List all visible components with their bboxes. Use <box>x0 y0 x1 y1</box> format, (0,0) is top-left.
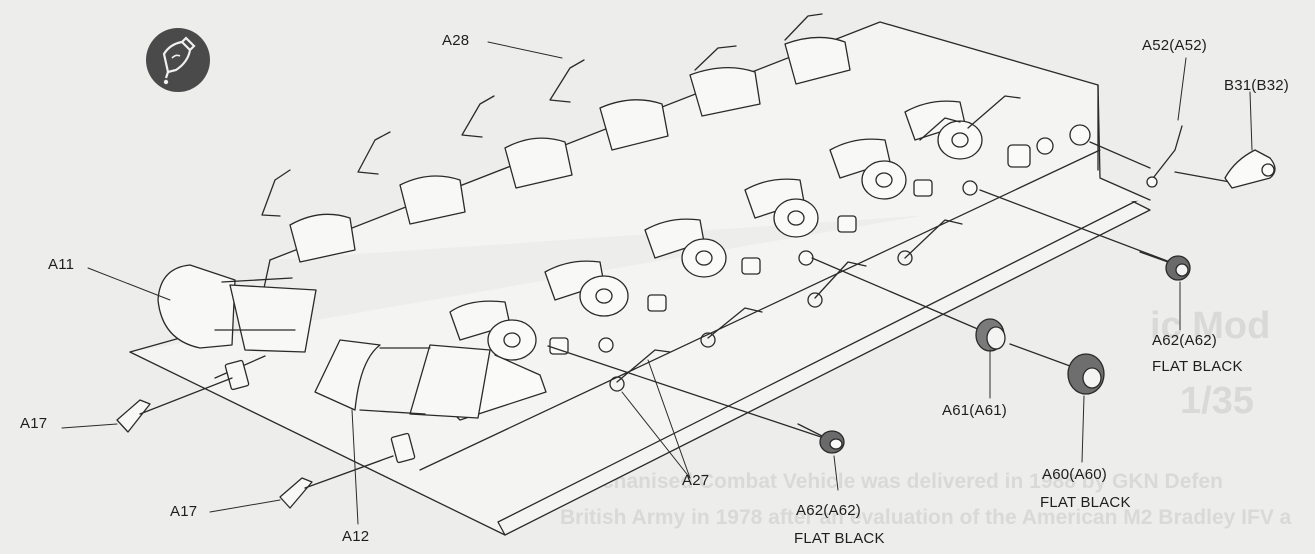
part-a17-brackets <box>116 359 416 509</box>
bleed-text-scale: 1/35 <box>1180 380 1254 422</box>
bushing-parts <box>549 124 1091 355</box>
part-a52-b31 <box>1089 125 1276 189</box>
mount-discs <box>447 120 983 421</box>
label-a17-left: A17 <box>20 415 48 432</box>
label-a27: A27 <box>682 472 710 489</box>
part-a62-right-hub <box>979 189 1191 281</box>
label-a17-bottom: A17 <box>170 503 198 520</box>
part-a60-a61-wheels <box>811 257 1105 395</box>
label-a28: A28 <box>442 32 470 49</box>
label-a60: A60(A60) <box>1042 466 1107 483</box>
label-a60-finish: FLAT BLACK <box>1040 494 1131 511</box>
label-a52: A52(A52) <box>1142 37 1207 54</box>
label-a62-right: A62(A62) <box>1152 332 1217 349</box>
swing-arm-row-top <box>261 13 823 217</box>
label-a11: A11 <box>48 256 75 273</box>
label-a12: A12 <box>342 528 370 545</box>
bleed-text-line-1: : Mechanised Combat Vehicle was delivere… <box>560 470 1223 493</box>
label-a61: A61(A61) <box>942 402 1007 419</box>
glue-tube-icon <box>146 28 210 92</box>
label-a62-bottom-finish: FLAT BLACK <box>794 530 885 547</box>
leader-lines <box>61 41 1253 525</box>
part-a62-bottom-hub <box>547 345 845 454</box>
lower-flap-row <box>449 100 966 341</box>
label-a62-bottom: A62(A62) <box>796 502 861 519</box>
bleed-text-model: ic Mod <box>1150 305 1271 347</box>
part-a11-panel <box>157 264 317 379</box>
upper-deflector-row <box>289 36 851 263</box>
bleed-text-line-2: British Army in 1978 after an evaluation… <box>560 506 1292 529</box>
swing-arm-row-bottom <box>609 95 1021 392</box>
hull-base-plate <box>129 184 1151 536</box>
part-a12-panel <box>314 339 491 419</box>
label-b31: B31(B32) <box>1224 77 1289 94</box>
label-a62-right-finish: FLAT BLACK <box>1152 358 1243 375</box>
